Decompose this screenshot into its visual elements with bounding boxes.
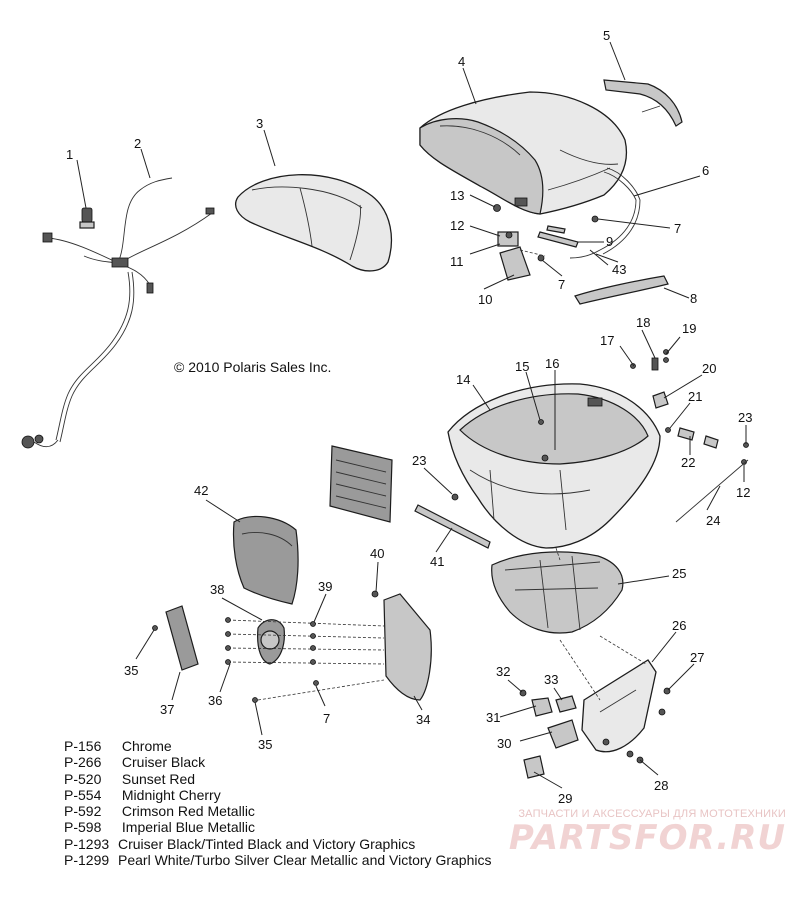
callout-23: 23 [738, 410, 752, 425]
callout-4: 4 [458, 54, 465, 69]
callout-32: 32 [496, 664, 510, 679]
callout-22: 22 [681, 455, 695, 470]
color-code-item: P-554 Midnight Cherry [64, 787, 491, 803]
color-code-item: P-156 Chrome [64, 738, 491, 754]
callout-42: 42 [194, 483, 208, 498]
callout-30: 30 [497, 736, 511, 751]
color-code: P-520 [64, 770, 102, 787]
callout-1: 1 [66, 147, 73, 162]
bracket-hardware [519, 687, 671, 779]
callout-17: 17 [600, 333, 614, 348]
color-name: Cruiser Black [121, 754, 206, 771]
callout-7: 7 [323, 711, 330, 726]
part-8-trim-strip [574, 275, 669, 305]
callout-15: 15 [515, 359, 529, 374]
callout-28: 28 [654, 778, 668, 793]
color-code: P-266 [64, 754, 102, 771]
color-code-item: P-520 Sunset Red [64, 771, 491, 787]
wiring-harness-assembly [21, 177, 215, 449]
callout-40: 40 [370, 546, 384, 561]
part-5-lid-trim [603, 79, 683, 127]
callout-21: 21 [688, 389, 702, 404]
callout-26: 26 [672, 618, 686, 633]
copyright-notice: © 2010 Polaris Sales Inc. [174, 359, 332, 375]
callout-labels: 1 2 3 4 5 6 7 7 7 7 8 9 10 11 12 12 13 1… [66, 28, 752, 806]
callout-29: 29 [558, 791, 572, 806]
callout-18: 18 [636, 315, 650, 330]
callout-37: 37 [160, 702, 174, 717]
watermark-tagline: ЗАПЧАСТИ И АКСЕССУАРЫ ДЛЯ МОТОТЕХНИКИ [518, 808, 786, 820]
color-code: P-598 [64, 819, 102, 836]
callout-16: 16 [545, 356, 559, 371]
color-code: P-1293 [64, 835, 110, 852]
watermark: ЗАПЧАСТИ И АКСЕССУАРЫ ДЛЯ МОТОТЕХНИКИ PA… [486, 808, 786, 856]
part-42-backrest-pad [232, 515, 299, 605]
callout-12: 12 [450, 218, 464, 233]
callout-38: 38 [210, 582, 224, 597]
color-name: Sunset Red [121, 770, 196, 787]
callout-12: 12 [736, 485, 750, 500]
speaker-assembly [152, 590, 432, 703]
color-code: P-554 [64, 786, 102, 803]
callout-20: 20 [702, 361, 716, 376]
callout-5: 5 [603, 28, 610, 43]
callout-43: 43 [612, 262, 626, 277]
callout-7: 7 [674, 221, 681, 236]
callout-24: 24 [706, 513, 720, 528]
callout-6: 6 [702, 163, 709, 178]
part-4-trunk-lid [419, 91, 628, 215]
color-name: Chrome [121, 738, 172, 754]
callout-2: 2 [134, 136, 141, 151]
callout-14: 14 [456, 372, 470, 387]
callout-11: 11 [450, 254, 464, 269]
watermark-logo: PARTSFOR.RU [508, 818, 786, 858]
callout-41: 41 [430, 554, 444, 569]
part-14-trunk-body [447, 383, 661, 549]
callout-35: 35 [258, 737, 272, 752]
part-6-seal [569, 171, 637, 259]
part-41-rail [414, 504, 491, 549]
leader-lines [76, 41, 747, 789]
callout-13: 13 [450, 188, 464, 203]
color-code: P-1299 [64, 852, 110, 869]
callout-3: 3 [256, 116, 263, 131]
color-code: P-592 [64, 803, 102, 820]
color-name: Midnight Cherry [121, 786, 221, 803]
callout-35: 35 [124, 663, 138, 678]
callout-23: 23 [412, 453, 426, 468]
latch-hardware [493, 204, 599, 281]
color-code-item: P-598 Imperial Blue Metallic [64, 819, 491, 835]
callout-19: 19 [682, 321, 696, 336]
callout-25: 25 [672, 566, 686, 581]
callout-31: 31 [486, 710, 500, 725]
color-code: P-156 [64, 738, 102, 754]
color-code-item: P-266 Cruiser Black [64, 754, 491, 770]
callout-9: 9 [606, 234, 613, 249]
callout-27: 27 [690, 650, 704, 665]
callout-7: 7 [558, 277, 565, 292]
color-name: Cruiser Black/Tinted Black and Victory G… [118, 835, 416, 852]
callout-36: 36 [208, 693, 222, 708]
part-25-trunk-mount [491, 547, 624, 634]
callout-33: 33 [544, 672, 558, 687]
speaker-grille-upper [329, 445, 393, 523]
color-code-item: P-592 Crimson Red Metallic [64, 803, 491, 819]
callout-39: 39 [318, 579, 332, 594]
color-name: Imperial Blue Metallic [121, 819, 255, 836]
callout-34: 34 [416, 712, 430, 727]
right-side-hardware [451, 349, 749, 523]
part-26-mount-bracket [559, 635, 657, 753]
callout-8: 8 [690, 291, 697, 306]
paint-color-code-list: P-156 Chrome P-266 Cruiser Black P-520 S… [64, 738, 491, 868]
color-code-item: P-1293 Cruiser Black/Tinted Black and Vic… [64, 836, 491, 852]
color-name: Pearl White/Turbo Silver Clear Metallic … [118, 852, 492, 869]
color-name: Crimson Red Metallic [121, 803, 255, 820]
callout-10: 10 [478, 292, 492, 307]
color-code-item: P-1299 Pearl White/Turbo Silver Clear Met… [64, 852, 491, 868]
part-3-trunk-cover-pad [235, 174, 393, 272]
